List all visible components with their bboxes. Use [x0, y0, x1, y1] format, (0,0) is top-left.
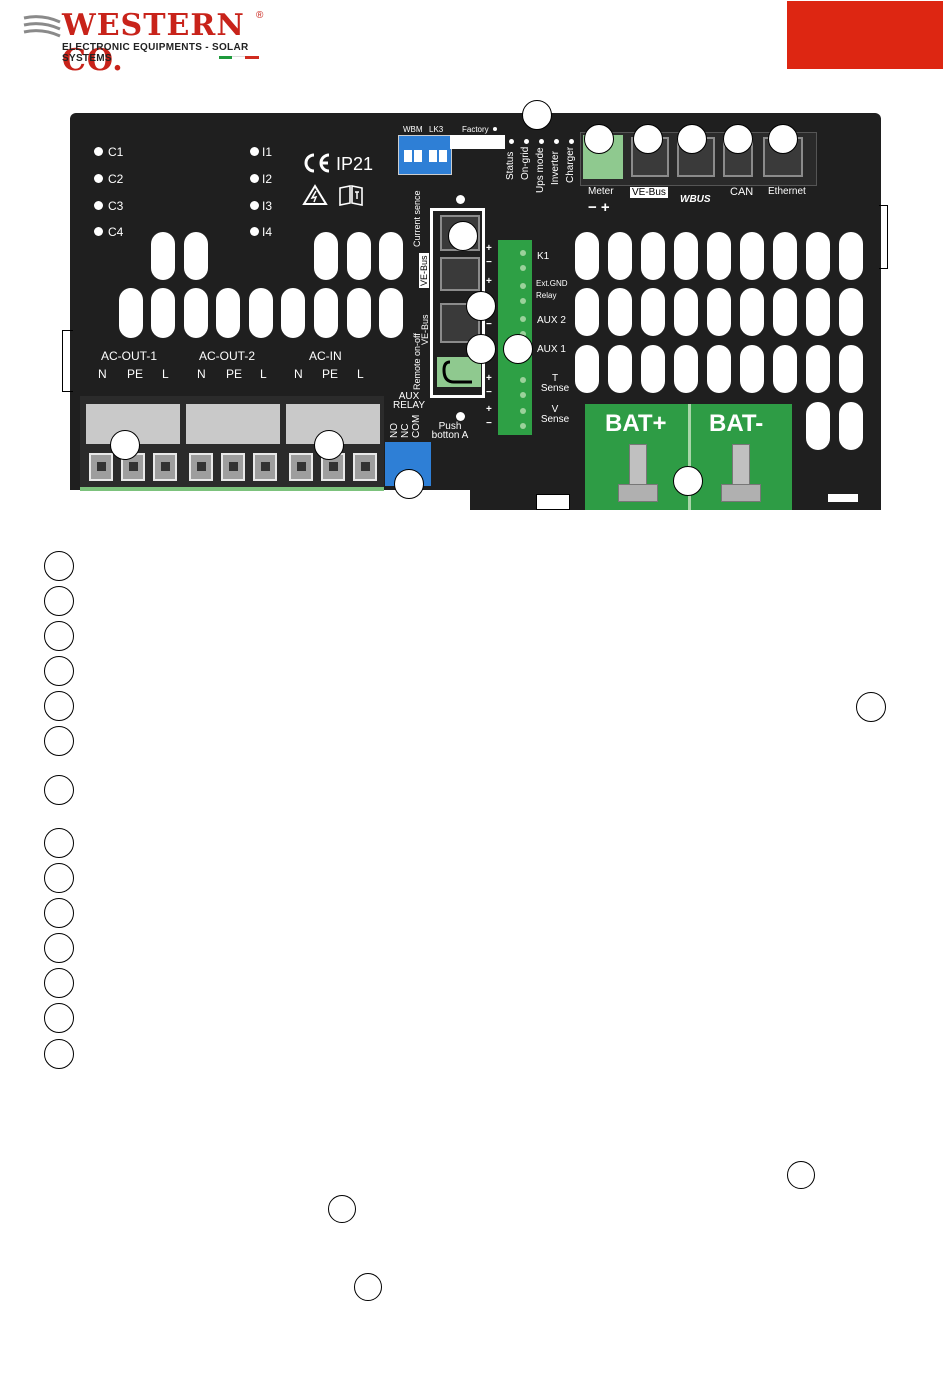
pin-pe: PE — [322, 367, 339, 381]
bat-minus-label: BAT- — [709, 410, 764, 437]
input-label-c1: C1 — [108, 145, 124, 159]
callout-circle-icon — [466, 334, 496, 364]
inline-reference-marker — [328, 1195, 356, 1223]
brand-tagline: ELECTRONIC EQUIPMENTS - SOLAR SYSTEMS — [62, 42, 249, 64]
callout-circle-icon — [677, 124, 707, 154]
brand-name: WESTERN CO. — [62, 8, 245, 78]
header-badge — [787, 1, 943, 69]
list-marker — [44, 726, 74, 756]
pin-l: L — [162, 367, 169, 381]
ac-in-label: AC-IN — [309, 349, 342, 363]
italian-flag — [219, 56, 259, 60]
inline-reference-marker — [787, 1161, 815, 1189]
input-label-i2: I2 — [262, 172, 273, 186]
pin-n: N — [98, 367, 107, 381]
list-marker — [44, 898, 74, 928]
callout-circle-icon — [394, 469, 424, 499]
list-marker — [44, 968, 74, 998]
port-label-ethernet: Ethernet — [768, 186, 806, 197]
ac-out-1-label: AC-OUT-1 — [101, 349, 158, 363]
pin-l: L — [357, 367, 364, 381]
port-label-meter: Meter — [588, 186, 614, 197]
input-label-c4: C4 — [108, 225, 124, 239]
pin-n: N — [294, 367, 303, 381]
input-label-c3: C3 — [108, 199, 124, 213]
list-marker — [44, 1003, 74, 1033]
list-marker — [44, 621, 74, 651]
input-label-c2: C2 — [108, 172, 124, 186]
pin-pe: PE — [226, 367, 243, 381]
pin-pe: PE — [127, 367, 144, 381]
led-label-inverter: Inverter — [550, 151, 561, 185]
callout-circle-icon — [503, 334, 533, 364]
push-button-label: Push botton A — [431, 421, 469, 441]
pin-l: L — [260, 367, 267, 381]
port-label-can: CAN — [730, 186, 754, 198]
dip-label-wbm: WBM — [403, 125, 423, 134]
brand-logo: WESTERN CO. ® ELECTRONIC EQUIPMENTS - SO… — [22, 8, 282, 78]
aux-relay-label: AUX RELAY — [392, 391, 426, 411]
list-marker — [44, 933, 74, 963]
dip-label-factory: Factory — [462, 125, 489, 134]
callout-circle-icon — [466, 291, 496, 321]
pin-n: N — [197, 367, 206, 381]
label-vebus-2: VE-Bus — [420, 314, 430, 345]
dip-label-lk3: LK3 — [429, 125, 444, 134]
registered-mark: ® — [256, 10, 264, 21]
ac-out-2-label: AC-OUT-2 — [199, 349, 256, 363]
list-marker — [44, 828, 74, 858]
relay-nc: NC — [400, 423, 411, 438]
list-marker — [44, 551, 74, 581]
legend-list — [0, 540, 950, 1080]
callout-circle-icon — [633, 124, 663, 154]
meter-polarity: − + — [588, 199, 610, 216]
callout-circle-icon — [314, 430, 344, 460]
terminal-label-aux1: AUX 1 — [537, 344, 566, 355]
logo-swoosh-icon — [23, 15, 61, 38]
label-current-sence: Current sence — [412, 190, 422, 247]
callout-circle-icon — [673, 466, 703, 496]
input-label-i1: I1 — [262, 145, 273, 159]
callout-circle-icon — [723, 124, 753, 154]
dip-switch[interactable] — [398, 135, 452, 175]
warning-triangle-icon — [302, 184, 328, 205]
list-marker — [44, 586, 74, 616]
led-label-charger: Charger — [565, 146, 576, 183]
list-marker — [44, 691, 74, 721]
led-label-ups-mode: Ups mode — [535, 147, 546, 193]
inline-reference-marker — [354, 1273, 382, 1301]
relay-com: COM — [411, 414, 422, 438]
callout-circle-icon — [522, 100, 552, 130]
list-marker — [44, 775, 74, 805]
input-label-i4: I4 — [262, 225, 273, 239]
list-marker — [44, 863, 74, 893]
terminal-label-t-sense: T Sense — [540, 373, 570, 394]
led-label-status: Status — [505, 151, 516, 180]
manual-book-icon — [339, 185, 363, 206]
callout-circle-icon — [448, 221, 478, 251]
list-marker — [856, 692, 886, 722]
port-label-wbus: WBUS — [680, 194, 711, 205]
bat-plus-label: BAT+ — [605, 410, 667, 437]
push-button[interactable] — [456, 412, 465, 421]
terminal-label-aux2: AUX 2 — [537, 315, 566, 326]
terminal-label-v-sense: V Sense — [540, 404, 570, 425]
board-diagram: C1 C2 C3 C4 I1 I2 I3 I4 IP21 WBM LK3 Fac… — [0, 0, 950, 520]
label-vebus-1: VE-Bus — [419, 253, 429, 288]
list-marker — [44, 656, 74, 686]
list-marker — [44, 1039, 74, 1069]
terminal-label-k1: K1 — [537, 251, 550, 262]
label-remote-on-off: Remote on-off — [412, 333, 422, 390]
led-label-on-grid: On-grid — [520, 146, 531, 180]
relay-no: NO — [389, 423, 400, 438]
ce-mark-icon — [304, 153, 330, 173]
terminal-label-ext-gnd: Ext.GND Relay — [536, 279, 568, 300]
input-label-i3: I3 — [262, 199, 273, 213]
ip-rating: IP21 — [336, 154, 374, 174]
port-label-vebus: VE-Bus — [630, 187, 668, 198]
callout-circle-icon — [584, 124, 614, 154]
callout-circle-icon — [768, 124, 798, 154]
callout-circle-icon — [110, 430, 140, 460]
